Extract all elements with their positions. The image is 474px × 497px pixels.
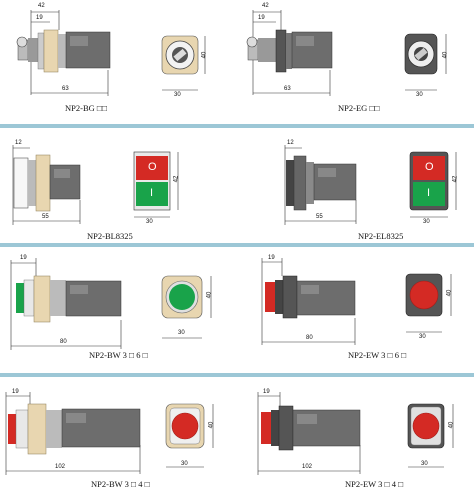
dim-label: 30 bbox=[419, 334, 426, 340]
model-label: NP2-EG □□ bbox=[338, 103, 380, 113]
dim-label: 30 bbox=[423, 219, 430, 225]
dim-label: 30 bbox=[174, 92, 181, 98]
dim-label: 30 bbox=[416, 92, 423, 98]
dim-label: 80 bbox=[306, 335, 313, 341]
model-label: NP2-EW 3 □ 6 □ bbox=[348, 350, 407, 360]
dim-label: 19 bbox=[263, 389, 270, 395]
dim-label: 12 bbox=[15, 140, 22, 146]
dim-label: 63 bbox=[284, 86, 291, 92]
dim-label: 42 bbox=[38, 3, 45, 9]
i-button-label: I bbox=[150, 187, 154, 199]
dim-label: 42 bbox=[262, 3, 269, 9]
dim-label: 40 bbox=[448, 421, 455, 429]
separator-band bbox=[0, 243, 474, 247]
dim-label: 19 bbox=[36, 15, 43, 21]
model-label: NP2-BL8325 bbox=[87, 231, 133, 241]
dim-label: 102 bbox=[302, 464, 313, 470]
o-button-label: O bbox=[425, 161, 434, 173]
dim-label: 102 bbox=[55, 464, 66, 470]
dim-label: 19 bbox=[258, 15, 265, 21]
o-button-label: O bbox=[148, 161, 157, 173]
dim-label: 30 bbox=[178, 330, 185, 336]
dim-label: 63 bbox=[62, 86, 69, 92]
model-label: NP2-EW 3 □ 4 □ bbox=[345, 479, 404, 489]
dim-label: 12 bbox=[287, 140, 294, 146]
dim-label: 30 bbox=[421, 461, 428, 467]
model-label: NP2-BG □□ bbox=[65, 103, 108, 113]
model-label: NP2-EL8325 bbox=[358, 231, 404, 241]
model-label: NP2-BW 3 □ 6 □ bbox=[89, 350, 148, 360]
separator-band bbox=[0, 124, 474, 128]
dim-label: 19 bbox=[12, 389, 19, 395]
dim-label: 30 bbox=[181, 461, 188, 467]
dim-label: 55 bbox=[42, 214, 49, 220]
dim-label: 19 bbox=[268, 255, 275, 261]
i-button-label: I bbox=[427, 187, 431, 199]
dim-label: 80 bbox=[60, 339, 67, 345]
dim-label: 19 bbox=[20, 255, 27, 261]
separator-band bbox=[0, 373, 474, 377]
model-label: NP2-BW 3 □ 4 □ bbox=[91, 479, 150, 489]
dim-label: 55 bbox=[316, 214, 323, 220]
dim-label: 30 bbox=[146, 219, 153, 225]
